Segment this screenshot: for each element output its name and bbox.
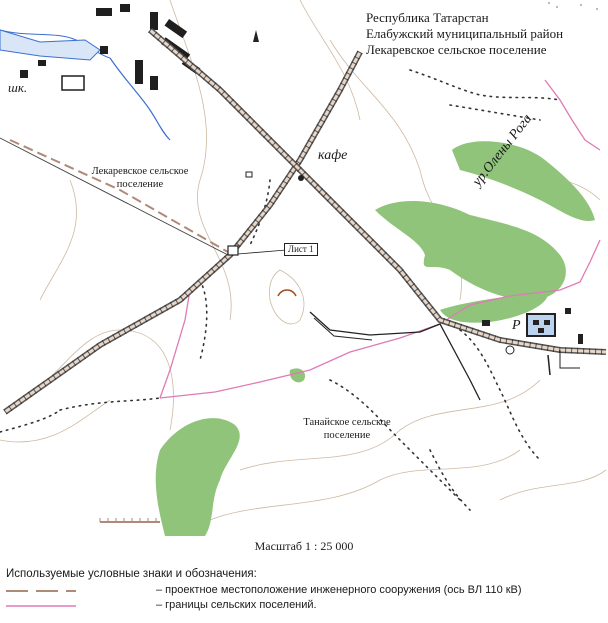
legend-item-powerline: – проектное местоположение инженерного с… <box>6 584 604 599</box>
tanay-line1: Танайское сельское <box>303 417 391 428</box>
tanay-line2: поселение <box>323 430 371 441</box>
secondary-road <box>309 311 481 401</box>
lekarevo-line2: поселение <box>116 179 164 190</box>
main-road-nw-se <box>148 27 607 355</box>
stream <box>109 57 171 141</box>
east-village <box>482 308 583 376</box>
lekarevo-settlement-label: Лекаревское сельское поселение <box>70 165 210 191</box>
power-line-axis <box>9 139 229 253</box>
region-labels: Республика Татарстан Елабужский муниципа… <box>366 10 563 58</box>
map-scale: Масштаб 1 : 25 000 <box>254 539 354 553</box>
point-symbols <box>227 30 304 297</box>
main-road-sw-ne <box>3 50 363 415</box>
sheet-1-label[interactable]: Лист 1 <box>284 243 318 256</box>
settlement-label: Лекаревское сельское поселение <box>366 42 547 57</box>
legend-item-boundary: – границы сельских поселений. <box>6 599 604 614</box>
cafe-label: кафе <box>318 148 348 163</box>
legend-title: Используемые условные знаки и обозначени… <box>6 568 257 580</box>
sheet-leader <box>237 249 287 255</box>
legend-powerline-label: – проектное местоположение инженерного с… <box>156 584 522 596</box>
legend: Используемые условные знаки и обозначени… <box>6 568 604 614</box>
lake <box>0 29 101 61</box>
lekarevo-line1: Лекаревское сельское <box>91 166 189 177</box>
school-label: шк. <box>8 80 28 95</box>
legend-boundary-label: – границы сельских поселений. <box>156 599 317 611</box>
tanay-settlement-label: Танайское сельское поселение <box>282 416 412 442</box>
forest-areas <box>155 141 595 536</box>
legend-powerline-symbol <box>6 590 76 592</box>
republic-label: Республика Татарстан <box>366 10 489 25</box>
topographic-map[interactable] <box>0 0 608 536</box>
dirt-roads <box>0 69 561 511</box>
legend-boundary-symbol <box>6 605 76 607</box>
parking-label: Р <box>512 318 521 333</box>
district-label: Елабужский муниципальный район <box>366 26 564 41</box>
